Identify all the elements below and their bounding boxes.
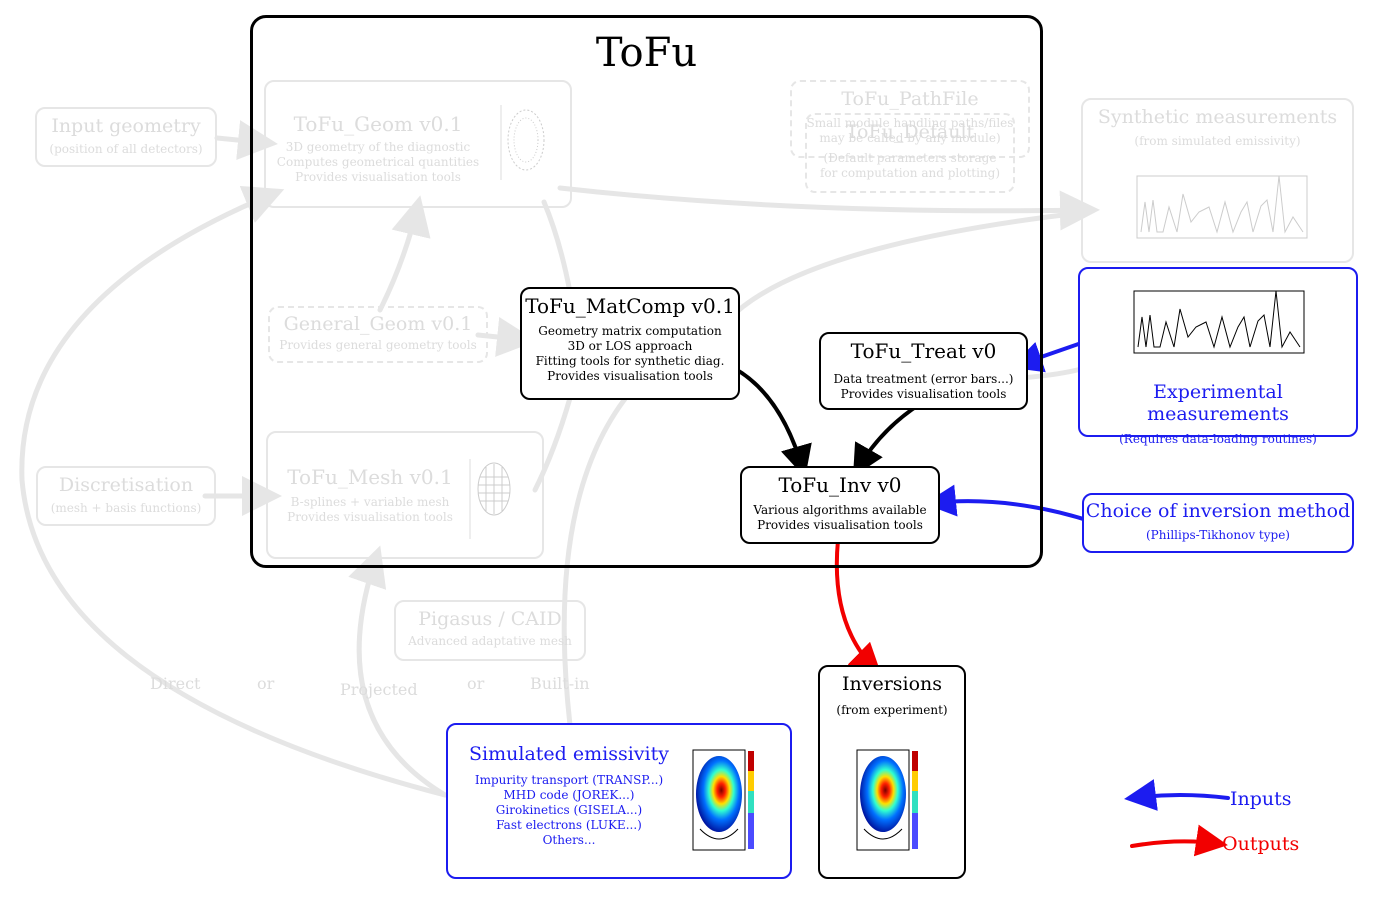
experimental-measurements-box[interactable]: Experimental measurements (Requires data…: [1078, 267, 1358, 446]
inversions-box[interactable]: Inversions (from experiment): [818, 665, 966, 879]
geom-line-2: Computes geometrical quantities: [276, 155, 480, 169]
module-pathfile[interactable]: ToFu_PathFile Small module handling path…: [790, 80, 1030, 158]
inv-line-2: Provides visualisation tools: [757, 518, 923, 532]
treat-title: ToFu_Treat v0: [850, 339, 997, 363]
pathfile-line-1: Small module handling paths/files: [806, 116, 1014, 130]
module-treat[interactable]: ToFu_Treat v0 Data treatment (error bars…: [819, 332, 1028, 410]
tofu-title: ToFu: [595, 30, 698, 76]
matcomp-line-3: Fitting tools for synthetic diag.: [535, 354, 725, 368]
inversion-method-box[interactable]: Choice of inversion method (Phillips-Tik…: [1082, 493, 1354, 553]
inversions-title: Inversions: [841, 673, 943, 695]
module-inv[interactable]: ToFu_Inv v0 Various algorithms available…: [740, 466, 940, 544]
simulated-emissivity-box[interactable]: Simulated emissivity Impurity transport …: [446, 723, 792, 879]
synthetic-sub: (from simulated emissivity): [1134, 134, 1301, 148]
matcomp-line-2: 3D or LOS approach: [567, 339, 693, 353]
arrow-method-inv: [924, 484, 1095, 524]
module-matcomp[interactable]: ToFu_MatComp v0.1 Geometry matrix comput…: [520, 287, 740, 400]
input-geometry-sub: (position of all detectors): [49, 142, 203, 156]
arrow-input-geom: [214, 120, 278, 160]
default-line-2: for computation and plotting): [819, 166, 1001, 180]
synthetic-measurements-box[interactable]: Synthetic measurements (from simulated e…: [1081, 98, 1354, 263]
simulated-emissivity-map-icon: [692, 749, 754, 851]
pathfile-line-2: may be called by any module): [819, 131, 1001, 145]
arrow-direct: [19, 185, 448, 798]
simulated-title: Simulated emissivity: [469, 743, 669, 765]
inversion-method-title: Choice of inversion method: [1085, 500, 1351, 522]
treat-line-1: Data treatment (error bars...): [833, 372, 1014, 386]
mesh-title: ToFu_Mesh v0.1: [287, 465, 453, 489]
simulated-line-3: Girokinetics (GISELA...): [495, 803, 643, 817]
synthetic-signal-plot-icon: [1136, 175, 1308, 239]
arrow-mesh-matcomp: [532, 395, 573, 493]
discretisation-box[interactable]: Discretisation (mesh + basis functions): [36, 466, 216, 526]
label-projected: Projected: [340, 680, 418, 699]
arrow-builtin-matcomp: [561, 392, 631, 728]
module-default[interactable]: ToFu_Default (Default parameters storage…: [805, 113, 1015, 193]
legend-inputs-arrow: [1124, 779, 1230, 811]
module-geom[interactable]: ToFu_Geom v0.1 3D geometry of the diagno…: [264, 80, 572, 208]
label-direct: Direct: [150, 674, 201, 693]
pigasus-sub: Advanced adaptative mesh: [408, 634, 572, 648]
default-line-1: (Default parameters storage: [823, 151, 997, 165]
input-geometry-box[interactable]: Input geometry (position of all detector…: [35, 107, 217, 167]
discretisation-title: Discretisation: [58, 474, 194, 496]
matcomp-line-4: Provides visualisation tools: [547, 369, 713, 383]
pigasus-box[interactable]: Pigasus / CAID Advanced adaptative mesh: [394, 600, 586, 661]
simulated-line-2: MHD code (JOREK...): [503, 788, 635, 802]
arrow-general-geom: [377, 195, 431, 313]
label-builtin: Built-in: [530, 674, 590, 693]
simulated-line-5: Others...: [542, 833, 596, 847]
mesh-line-1: B-splines + variable mesh: [290, 495, 450, 509]
inversions-sub: (from experiment): [836, 703, 948, 717]
arrow-inv-inversions: [834, 538, 882, 676]
module-mesh[interactable]: ToFu_Mesh v0.1 B-splines + variable mesh…: [266, 431, 544, 559]
matcomp-title: ToFu_MatComp v0.1: [525, 294, 735, 318]
simulated-line-4: Fast electrons (LUKE...): [496, 818, 642, 832]
geom-thumbnail-icon: [500, 105, 545, 180]
legend-inputs-label: Inputs: [1230, 788, 1292, 810]
general-geom-line-1: Provides general geometry tools: [279, 338, 477, 352]
treat-line-2: Provides visualisation tools: [840, 387, 1007, 401]
geom-line-3: Provides visualisation tools: [295, 170, 461, 184]
arrow-geom-synthetic: [557, 185, 1100, 231]
inv-title: ToFu_Inv v0: [778, 473, 902, 497]
discretisation-sub: (mesh + basis functions): [50, 501, 202, 515]
label-or-2: or: [467, 674, 485, 693]
experimental-title: Experimental measurements: [1147, 381, 1289, 425]
synthetic-title: Synthetic measurements: [1097, 106, 1338, 128]
mesh-line-2: Provides visualisation tools: [287, 510, 453, 524]
tofu-container: ToFu: [250, 15, 1043, 568]
module-general-geom[interactable]: General_Geom v0.1 Provides general geome…: [268, 306, 488, 363]
mesh-thumbnail-icon: [469, 459, 511, 539]
inversion-map-icon: [856, 749, 918, 851]
pigasus-title: Pigasus / CAID: [418, 608, 562, 630]
pathfile-title: ToFu_PathFile: [841, 88, 979, 110]
input-geometry-title: Input geometry: [51, 115, 201, 137]
inversion-method-sub: (Phillips-Tikhonov type): [1146, 528, 1290, 542]
arrow-matcomp-synthetic: [725, 209, 1091, 323]
legend-outputs-arrow: [1130, 824, 1228, 857]
experimental-signal-plot-icon: [1133, 290, 1305, 354]
default-title: ToFu_Default: [845, 121, 975, 143]
geom-title: ToFu_Geom v0.1: [293, 112, 463, 136]
general-geom-title: General_Geom v0.1: [283, 313, 473, 335]
arrow-geom-matcomp: [541, 199, 573, 295]
matcomp-line-1: Geometry matrix computation: [538, 324, 722, 338]
inv-line-1: Various algorithms available: [753, 503, 927, 517]
geom-line-1: 3D geometry of the diagnostic: [285, 140, 471, 154]
simulated-line-1: Impurity transport (TRANSP...): [474, 773, 664, 787]
label-or-1: or: [257, 674, 275, 693]
legend-outputs-label: Outputs: [1222, 833, 1300, 855]
arrow-projected: [348, 545, 448, 798]
experimental-sub: (Requires data-loading routines): [1119, 432, 1317, 446]
